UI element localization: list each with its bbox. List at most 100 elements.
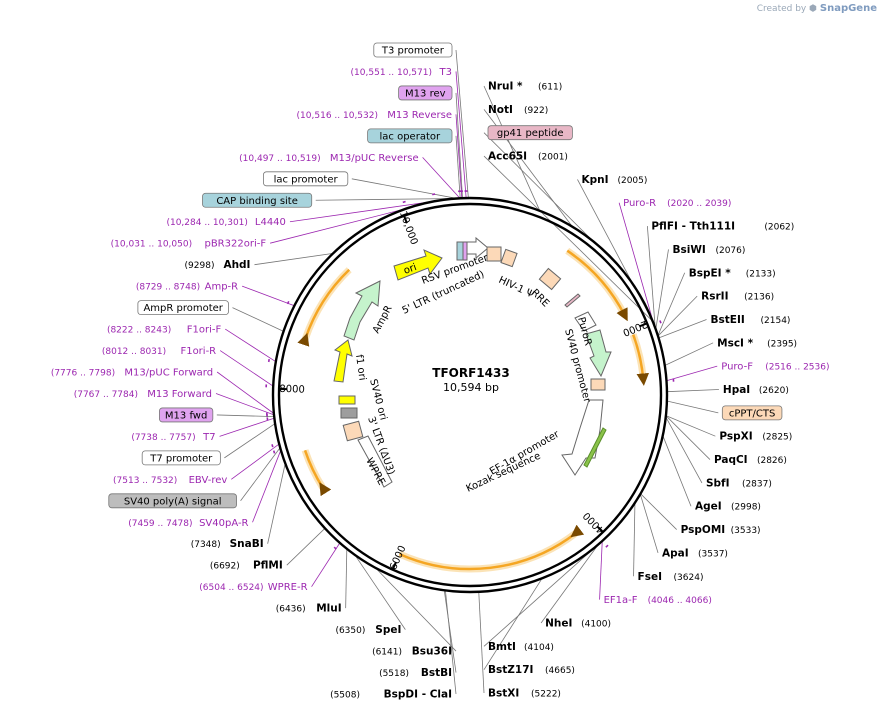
site-agei-18-pos: (2998) [731, 503, 761, 513]
site-m13-fwd-40-box [159, 407, 214, 423]
site-cppt-cts-14-label: cPPT/CTS [729, 408, 775, 419]
feature-sv40-small [338, 395, 356, 405]
feature-label-f1-ori: f1 ori [353, 354, 368, 381]
leader-line [618, 202, 655, 325]
site-sbfi-17-name: SbfI [706, 477, 730, 489]
orf-arcs [297, 247, 650, 573]
site-mlui-31-pos: (6436) [276, 605, 306, 615]
site-bspei-8-pos: (2133) [746, 269, 776, 279]
primer-mark [333, 546, 337, 550]
site-bsiwi-7: BsiWI(2076) [672, 244, 745, 256]
leader-line [639, 493, 659, 554]
site-f1ori-r-43: F1ori-R(8012 .. 8031) [102, 346, 216, 357]
site-bstbi-27-name: BstBI [421, 667, 452, 679]
plasmid-length: 10,594 bp [443, 381, 499, 394]
feature-ori [393, 249, 443, 281]
bp-tick-mark [596, 525, 604, 533]
site-m13-rev-55-label: M13 rev [405, 88, 446, 99]
site-puro-r-5: Puro-R(2020 .. 2039) [623, 198, 731, 209]
leader-line [345, 548, 348, 609]
site-msci-11-name: MscI * [717, 337, 753, 349]
site-bsu36i-29-pos: (6141) [372, 648, 402, 658]
feature-3ltr [342, 420, 364, 442]
site-nhei-23: NheI(4100) [545, 617, 611, 629]
site-fsei-21: FseI(3624) [638, 571, 704, 583]
site-ebv-rev-37: EBV-rev(7513 .. 7532) [113, 475, 227, 486]
site-kpni-4: KpnI(2005) [581, 174, 647, 186]
feature-cppt [590, 378, 606, 391]
site-ebv-rev-37-name: EBV-rev [189, 475, 228, 486]
site-pspomi-19-name: PspOMI [681, 524, 726, 536]
site-apai-20: ApaI(3537) [662, 547, 728, 559]
leader-line [665, 416, 703, 484]
site-sv40-poly-a-signal-36: SV40 poly(A) signal [108, 493, 237, 509]
site-wpre-r-32: WPRE-R(6504 .. 6524) [199, 582, 307, 593]
orf-arc [297, 268, 351, 347]
site-pflfi-tth111i-6-pos: (2062) [764, 223, 794, 233]
site-hpai-13-name: HpaI [723, 384, 750, 396]
feature-rre [538, 267, 562, 291]
leader-line [483, 155, 653, 322]
site-pspxi-15-name: PspXI [719, 431, 752, 443]
leader-line [254, 252, 334, 266]
leader-line [224, 423, 276, 459]
site-ahdi-47-name: AhdI [223, 259, 250, 271]
site-fsei-21-pos: (3624) [674, 573, 704, 583]
leader-line [215, 393, 275, 416]
bp-tick-label: 2000 [621, 318, 649, 338]
leader-line [286, 528, 326, 566]
site-bstbi-27: BstBI(5518) [379, 667, 452, 679]
leader-line [455, 114, 463, 199]
site-bsiwi-7-pos: (2076) [715, 246, 745, 256]
leader-line [455, 135, 461, 199]
site-bsteii-10-pos: (2154) [761, 316, 791, 326]
site-f1ori-f-44-name: F1ori-F [187, 325, 222, 336]
site-rsrii-9: RsrII(2136) [701, 291, 774, 303]
site-ef1a-f-22-name: EF1a-F [604, 595, 638, 606]
leader-line [315, 198, 456, 201]
site-bstxi-26: BstXI(5222) [488, 688, 561, 700]
leader-line [640, 493, 677, 530]
site-acc65i-3-name: Acc65I [488, 151, 527, 163]
site-ampr-promoter-45-label: AmpR promoter [143, 303, 223, 314]
feature-label-ampr: AmpR [371, 304, 395, 336]
site-paqci-16: PaqCI(2826) [714, 454, 787, 466]
site-t3-56-name: T3 [439, 67, 452, 78]
site-pspxi-15-pos: (2825) [762, 433, 792, 443]
leader-line [455, 49, 469, 199]
leader-line [599, 540, 603, 600]
leader-line [455, 92, 463, 199]
site-ahdi-47: AhdI(9298) [185, 259, 251, 271]
site-t3-56: T3(10,551 .. 10,571) [351, 67, 452, 78]
site-kpni-4-name: KpnI [581, 174, 608, 186]
leader-line [666, 365, 718, 382]
site-pflmi-33-pos: (6692) [210, 562, 240, 572]
site-apai-20-pos: (3537) [698, 549, 728, 559]
orf-arc [631, 334, 650, 386]
site-msci-11: MscI *(2395) [717, 337, 797, 349]
leader-line [665, 415, 711, 460]
site-puro-r-5-pos: (2020 .. 2039) [667, 199, 731, 209]
primer-mark [272, 450, 276, 454]
leader-line [241, 285, 295, 307]
primer-mark [659, 320, 662, 324]
bp-tick-mark [639, 322, 648, 328]
snapgene-logo-icon: ⬢ [809, 4, 817, 14]
site-puro-f-12-name: Puro-F [721, 362, 753, 373]
feature-hiv-psi [500, 248, 518, 268]
feature-f1-ori [333, 339, 353, 383]
site-sbfi-17-pos: (2837) [742, 479, 772, 489]
site-bmti-24-pos: (4104) [524, 643, 554, 653]
site-bstz17i-25: BstZ17I(4665) [488, 664, 575, 676]
site-bstxi-26-pos: (5222) [531, 690, 561, 700]
bp-tick-mark [391, 561, 397, 571]
leader-line [664, 342, 714, 366]
leader-line [289, 200, 435, 223]
site-pflmi-33-name: PflMI [253, 560, 283, 572]
feature-m13-cluster [462, 241, 468, 261]
site-t7-39: T7(7738 .. 7757) [131, 432, 215, 443]
site-puro-f-12: Puro-F(2516 .. 2536) [721, 362, 829, 373]
site-ampr-promoter-45: AmpR promoter [137, 300, 229, 316]
site-bspdi-clai-28: BspDI - ClaI(5508) [330, 689, 452, 701]
site-bmti-24-name: BmtI [488, 641, 516, 653]
